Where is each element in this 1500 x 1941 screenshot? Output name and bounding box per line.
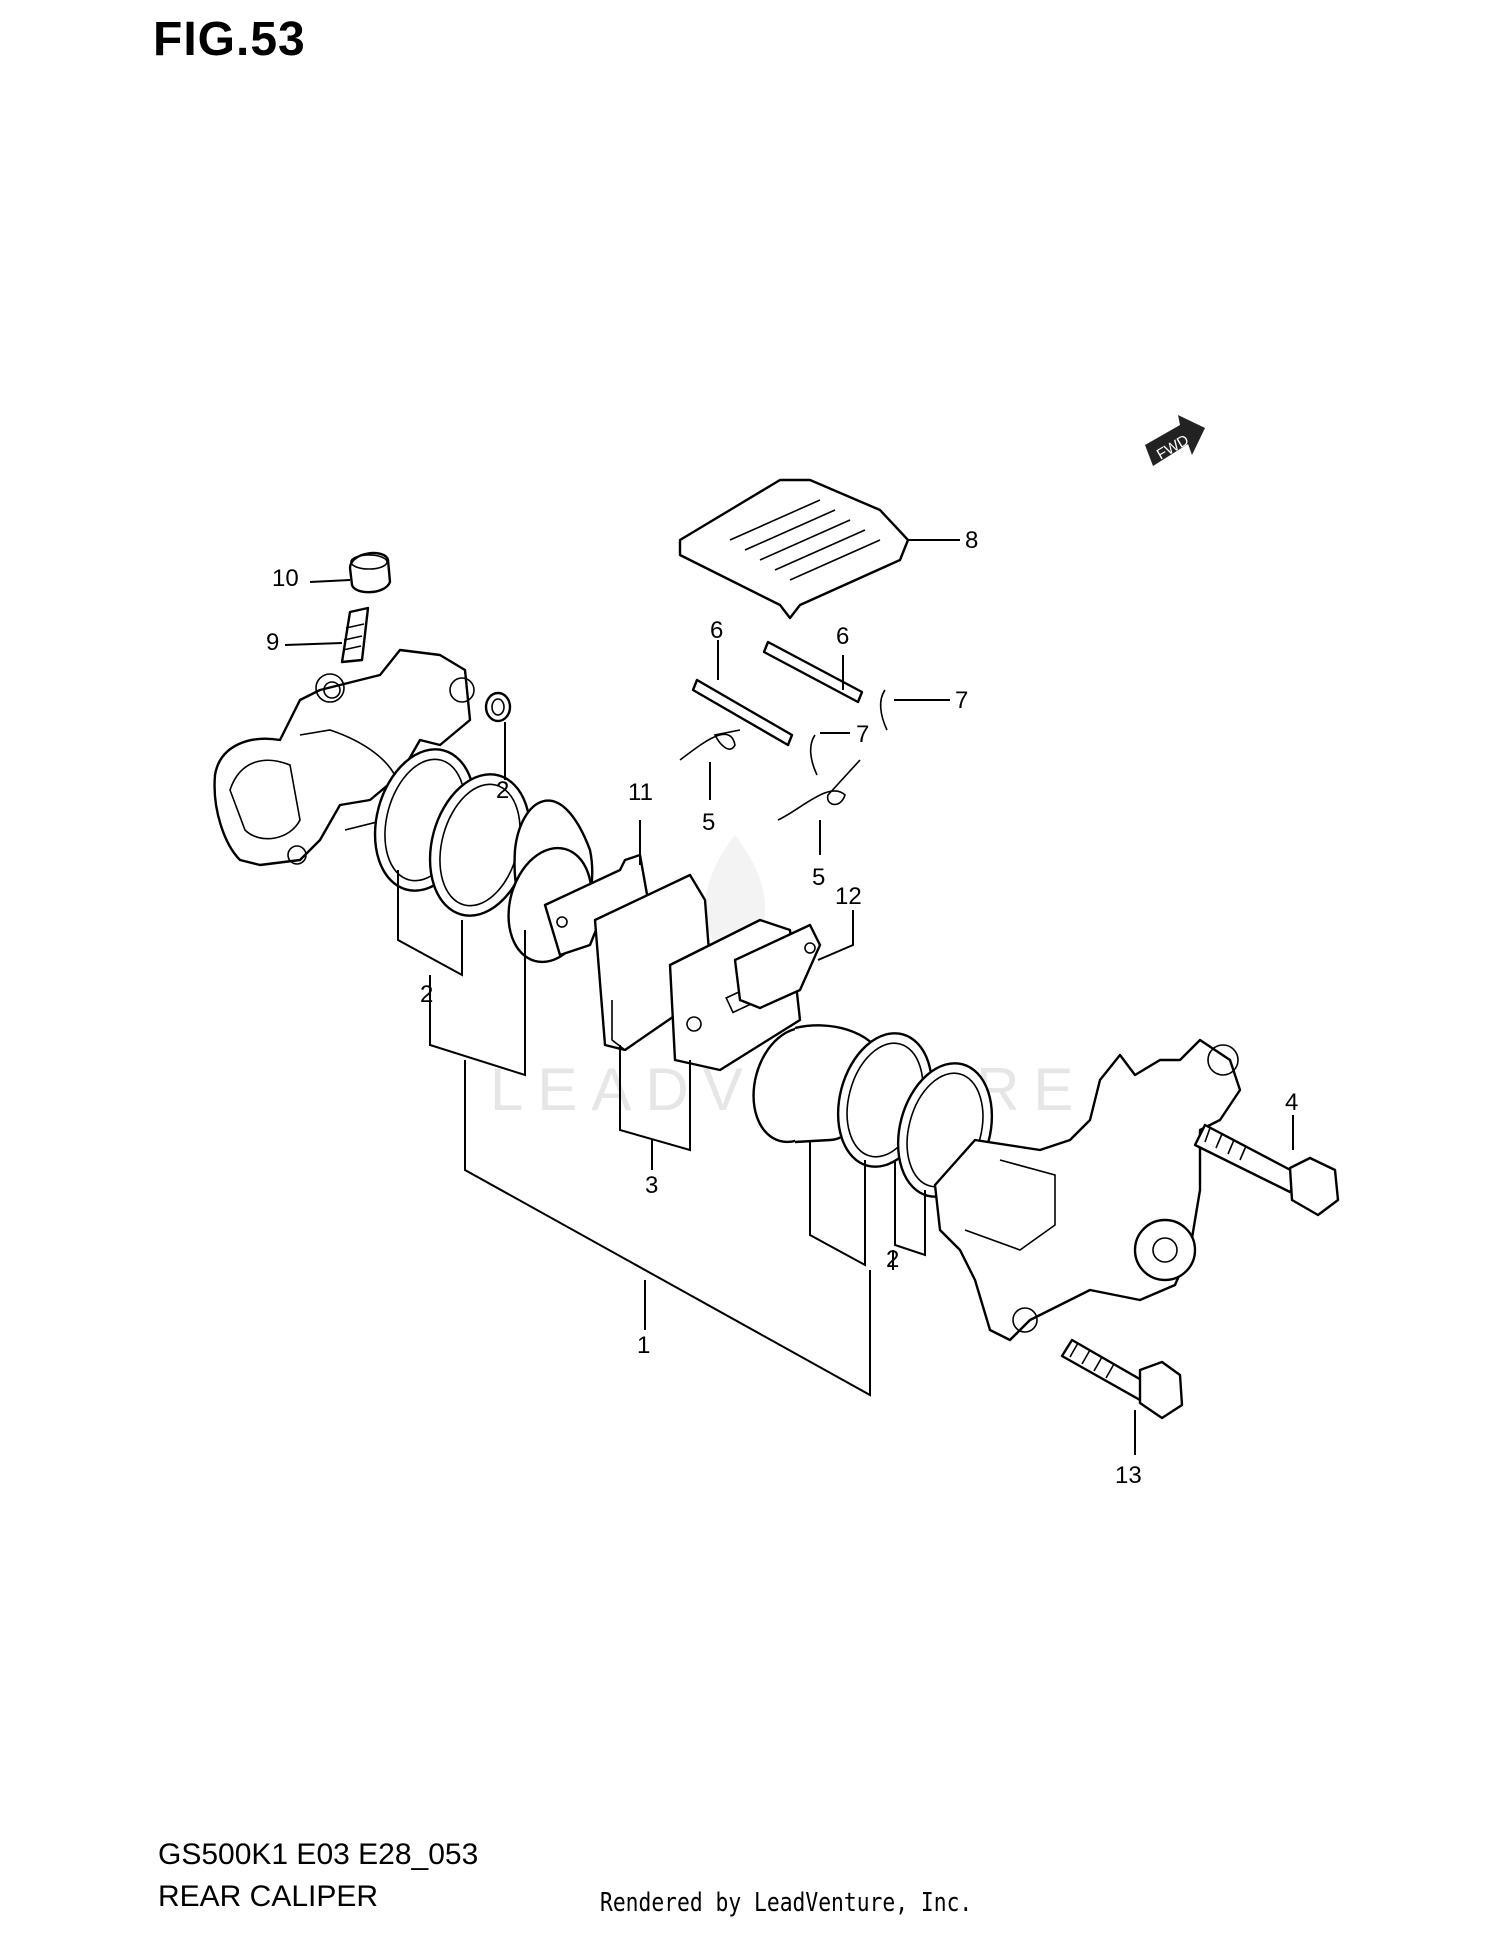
callout-5a: 5 <box>702 809 715 836</box>
small-seal-ring-part[interactable] <box>484 691 512 723</box>
callout-10: 10 <box>272 565 299 592</box>
right-caliper-body-part[interactable] <box>933 1038 1242 1342</box>
callout-2-left: 2 <box>420 981 433 1008</box>
right-pad-shim-part[interactable] <box>733 923 822 1010</box>
callout-4: 4 <box>1285 1089 1298 1116</box>
callout-11: 11 <box>628 779 653 806</box>
bleeder-cap-part[interactable] <box>348 551 392 594</box>
callout-labels: 10 9 2 8 6 6 7 7 5 5 11 12 2 3 4 2 1 13 <box>266 527 1298 1489</box>
pad-spring-part[interactable] <box>678 478 910 620</box>
callout-6a: 6 <box>710 617 723 644</box>
callout-3: 3 <box>645 1172 658 1199</box>
pin-clip-b-part[interactable] <box>809 734 818 776</box>
anti-rattle-spring-b-part[interactable] <box>777 759 861 821</box>
callout-5b: 5 <box>812 864 825 891</box>
callout-9: 9 <box>266 629 279 656</box>
callout-1: 1 <box>637 1332 650 1359</box>
figure-title: FIG.53 <box>153 13 306 66</box>
model-code: GS500K1 E03 E28_053 <box>158 1838 479 1871</box>
forward-direction-icon: FWD <box>1145 415 1205 466</box>
pad-pin-b-part[interactable] <box>762 640 864 704</box>
render-credit: Rendered by LeadVenture, Inc. <box>600 1888 973 1918</box>
pin-clip-a-part[interactable] <box>879 689 888 731</box>
callout-8: 8 <box>965 527 978 554</box>
callout-7a: 7 <box>955 687 968 714</box>
callout-13: 13 <box>1115 1462 1142 1489</box>
mounting-bolt-part[interactable] <box>1060 1338 1184 1420</box>
callout-2-right: 2 <box>886 1246 899 1273</box>
bleeder-valve-part[interactable] <box>340 606 370 664</box>
leader-lines <box>284 539 1294 1455</box>
caliper-bolt-part[interactable] <box>1193 1123 1340 1217</box>
callout-2-small-ring: 2 <box>496 777 509 804</box>
anti-rattle-spring-a-part[interactable] <box>679 729 741 761</box>
section-name: REAR CALIPER <box>158 1880 379 1913</box>
pad-pin-a-part[interactable] <box>691 678 794 747</box>
callout-6b: 6 <box>836 623 849 650</box>
left-caliper-body-part[interactable] <box>213 648 475 867</box>
callout-12: 12 <box>835 883 862 910</box>
callout-7b: 7 <box>856 721 869 748</box>
